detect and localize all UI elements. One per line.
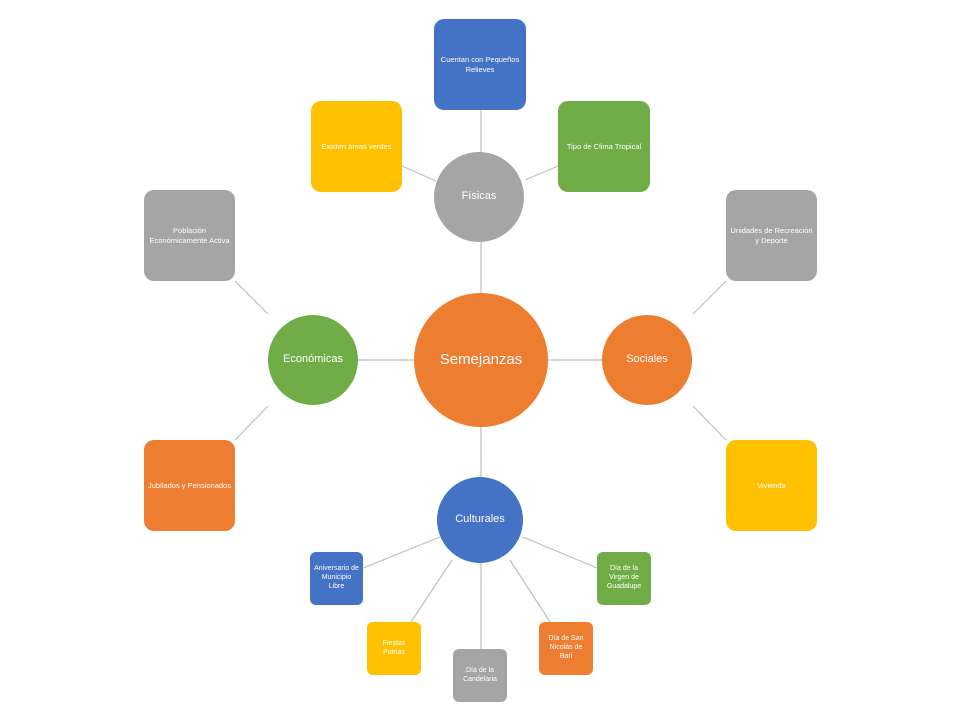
category-node-fisicas: Físicas [434, 152, 524, 242]
category-label-economicas: Económicas [283, 353, 343, 366]
link-fisicas-verdes [401, 165, 437, 182]
category-node-economicas: Económicas [268, 315, 358, 405]
leaf-node-areas-verdes: Existen áreas verdes [311, 101, 402, 192]
leaf-label: Jubilados y Pensionados [148, 480, 231, 490]
leaf-node-recreacion-deporte: Unidades de Recreación y Deporte [726, 190, 817, 281]
link-sociales-vivienda [692, 405, 727, 441]
leaf-node-jubilados-pensionados: Jubilados y Pensionados [144, 440, 235, 531]
leaf-node-san-nicolas: Día de San Nicolás de Bari [539, 622, 593, 675]
link-culturales-sannicolas [509, 559, 551, 623]
leaf-label: Población Económicamente Activa [149, 226, 230, 245]
link-economicas-poblacion [234, 280, 269, 315]
leaf-label: Día de San Nicolás de Bari [548, 635, 584, 660]
leaf-label: Cuentan con Pequeños Relieves [440, 55, 520, 74]
leaf-node-clima-tropical: Tipo de Clima Tropical [558, 101, 650, 192]
leaf-label: Día de la Candelaria [463, 666, 497, 683]
leaf-label: Fiestas Patrias [382, 639, 406, 656]
link-culturales-aniversario [362, 536, 441, 569]
leaf-node-aniversario-municipio: Aniversario de Municipio Libre [310, 552, 363, 605]
category-node-sociales: Sociales [602, 315, 692, 405]
category-label-sociales: Sociales [626, 353, 668, 366]
center-node-semejanzas: Semejanzas [414, 293, 548, 427]
link-sociales-recreacion [692, 280, 727, 315]
leaf-label: Aniversario de Municipio Libre [314, 565, 359, 590]
leaf-node-poblacion-activa: Población Económicamente Activa [144, 190, 235, 281]
leaf-label: Día de la Virgen de Guadalupe [606, 565, 642, 590]
leaf-label: Existen áreas verdes [321, 141, 392, 151]
link-culturales-virgen [522, 536, 598, 569]
leaf-node-virgen-guadalupe: Día de la Virgen de Guadalupe [597, 552, 651, 605]
category-node-culturales: Culturales [437, 477, 523, 563]
leaf-node-fiestas-patrias: Fiestas Patrias [367, 622, 421, 675]
leaf-node-pequenos-relieves: Cuentan con Pequeños Relieves [434, 19, 526, 110]
leaf-node-candelaria: Día de la Candelaria [453, 649, 507, 702]
leaf-label: Tipo de Clima Tropical [566, 141, 642, 151]
link-economicas-jubilados [234, 405, 269, 441]
leaf-label: Unidades de Recreación y Deporte [730, 226, 813, 245]
center-label: Semejanzas [439, 350, 523, 368]
leaf-node-vivienda: Vivienda [726, 440, 817, 531]
link-culturales-patrias [410, 559, 453, 623]
category-label-culturales: Culturales [455, 513, 505, 526]
link-fisicas-clima [524, 165, 559, 181]
leaf-label: Vivienda [757, 480, 786, 490]
category-label-fisicas: Físicas [461, 190, 497, 203]
